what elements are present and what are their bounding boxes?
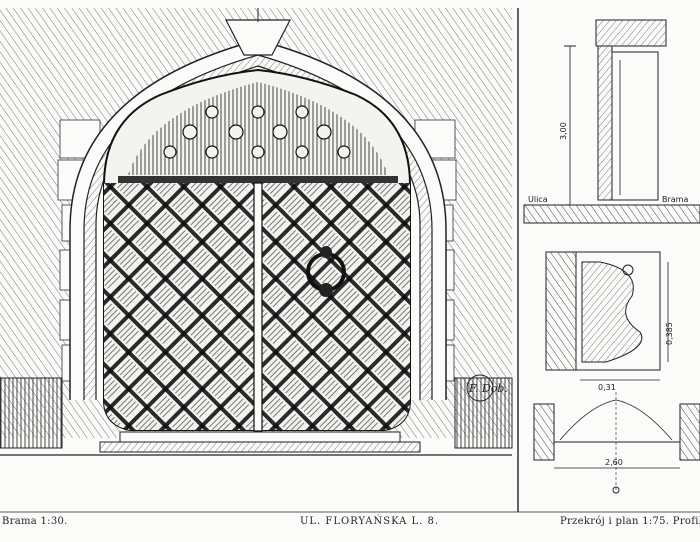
caption-section-plan: Przekrój i plan 1:75. Profil 1: [560,516,700,527]
svg-text:Brama: Brama [662,195,688,204]
profile-drawing: 0,385 0,31 [545,251,674,392]
artist-signature: F. Dob. [466,374,508,402]
svg-text:0,385: 0,385 [665,322,674,345]
svg-text:F. Dob.: F. Dob. [468,382,508,395]
svg-text:2,60: 2,60 [605,458,623,467]
svg-text:0,31: 0,31 [598,383,616,392]
caption-title: UL. FLORYAŃSKA L. 8. [300,516,440,527]
section-drawing: 3,00 Ulica Brama [523,19,700,224]
svg-text:3,00: 3,00 [559,122,568,140]
svg-text:Ulica: Ulica [528,195,548,204]
caption-scale-gate: Brama 1:30. [2,516,68,527]
plan-drawing: 2,60 [533,392,700,494]
